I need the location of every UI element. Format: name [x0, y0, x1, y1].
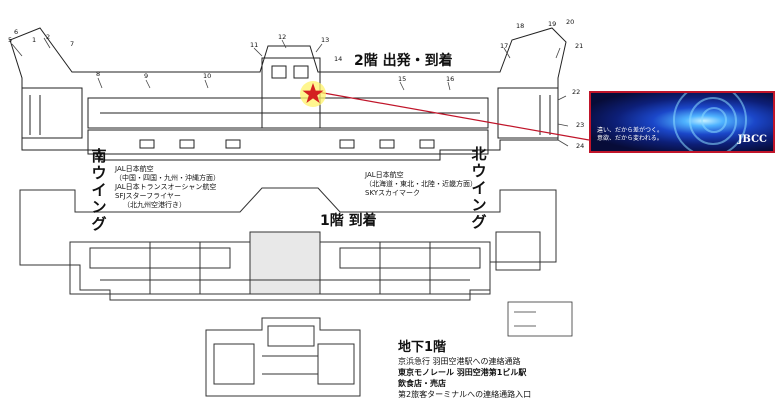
- ad-swirl: [701, 107, 727, 133]
- south-airline-line: （中国・四国・九州・沖縄方面）: [115, 174, 220, 182]
- gate-number: 13: [321, 36, 330, 44]
- floor1-legend-box: [507, 301, 573, 337]
- north-airline-line: SKYスカイマーク: [365, 189, 421, 197]
- gate-number: 20: [566, 18, 575, 26]
- b1-info: 地下1階 京浜急行 羽田空港駅への連絡通路 東京モノレール 羽田空港第1ビル駅 …: [398, 340, 531, 400]
- gate-number: 5: [8, 36, 13, 44]
- gate-number: 9: [144, 72, 149, 80]
- south-wing-label: 南ウイング: [91, 147, 107, 233]
- gate-number: 22: [572, 88, 581, 96]
- leader-line: [317, 91, 590, 141]
- gate-number: 24: [576, 142, 585, 150]
- gate-number: 16: [446, 75, 455, 83]
- north-airlines: JAL日本航空 （北海道・東北・北陸・近畿方面） SKYスカイマーク: [365, 171, 477, 198]
- gate-number: 23: [576, 121, 585, 129]
- gate-number: 12: [278, 33, 287, 41]
- south-airline-line: JAL日本航空: [115, 165, 154, 173]
- gate-number: 2: [46, 33, 51, 41]
- gate-number: 10: [203, 72, 212, 80]
- b1-info-line: 京浜急行 羽田空港駅への連絡通路: [398, 357, 521, 366]
- gate-number: 21: [575, 42, 584, 50]
- gate-number: 11: [250, 41, 259, 49]
- gate-number: 8: [96, 70, 101, 78]
- floor1-title: 1階 到着: [320, 213, 377, 229]
- ad-brand-logo: JBCC: [737, 134, 767, 145]
- south-airline-line: JAL日本トランスオーシャン航空: [115, 183, 217, 191]
- gate-number: 17: [500, 42, 509, 50]
- gate-number: 7: [70, 40, 75, 48]
- ad-copy-line: 意欲、だから変われる。: [597, 135, 663, 142]
- b1-info-line: 第2旅客ターミナルへの連絡通路入口: [398, 390, 532, 399]
- north-airline-line: JAL日本航空: [365, 171, 404, 179]
- b1-outline: [205, 317, 361, 397]
- b1-info-line: 東京モノレール 羽田空港第1ビル駅: [398, 368, 527, 377]
- south-airlines: JAL日本航空 （中国・四国・九州・沖縄方面） JAL日本トランスオーシャン航空…: [115, 165, 220, 210]
- gate-number: 6: [14, 28, 19, 36]
- floor2-outline: [9, 27, 567, 161]
- gate-number: 15: [398, 75, 407, 83]
- ad-panel[interactable]: 違い、だから差がつく。 意欲、だから変われる。 JBCC: [589, 91, 775, 153]
- gate-number: 18: [516, 22, 525, 30]
- ad-copy-line: 違い、だから差がつく。: [597, 127, 664, 134]
- b1-info-line: 飲食店・売店: [398, 379, 446, 388]
- ad-copy: 違い、だから差がつく。 意欲、だから変われる。: [597, 127, 663, 143]
- gate-number: 1: [32, 36, 37, 44]
- south-airline-line: SFJスターフライヤー: [115, 192, 181, 200]
- north-airline-line: （北海道・東北・北陸・近畿方面）: [365, 180, 477, 188]
- south-airline-line: （北九州空港行き）: [123, 201, 186, 209]
- north-wing-label: 北ウイング: [471, 145, 487, 231]
- ad-swirl: [673, 93, 747, 151]
- star-icon: [302, 83, 324, 103]
- b1-title: 地下1階: [398, 340, 447, 355]
- floor2-title: 2階 出発・到着: [354, 53, 453, 69]
- ad-swirl: [689, 97, 737, 145]
- floor1-outline: [19, 187, 557, 301]
- gate-posts: [11, 37, 569, 147]
- gate-number: 14: [334, 55, 343, 63]
- gate-number: 19: [548, 20, 557, 28]
